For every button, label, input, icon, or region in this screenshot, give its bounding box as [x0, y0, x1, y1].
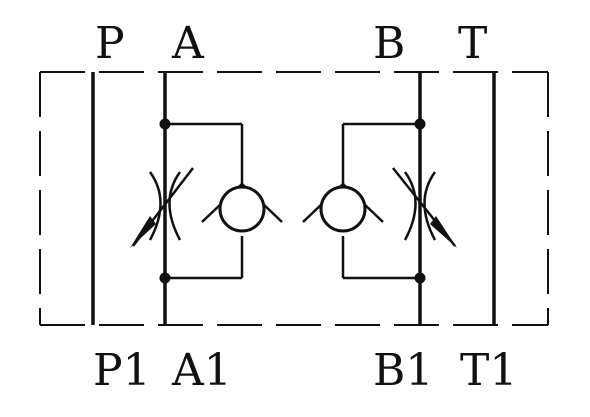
left-adjustable-throttle	[130, 167, 194, 248]
port-label-a: A	[171, 18, 205, 69]
port-label-p1: P1	[93, 345, 151, 396]
port-label-p: P	[95, 18, 125, 69]
valve-housing	[39, 71, 549, 326]
junction-a-bottom	[159, 272, 171, 284]
port-label-b: B	[373, 18, 405, 69]
right-check-valve-branch	[341, 122, 420, 280]
left-check-valve	[201, 183, 283, 233]
right-adjustable-throttle	[392, 167, 457, 248]
left-throttle-arrow	[130, 216, 156, 248]
port-label-a1: A1	[171, 345, 232, 396]
right-check-ball	[319, 185, 367, 233]
left-check-valve-branch	[165, 122, 244, 280]
junction-b-bottom	[414, 272, 426, 284]
port-label-t1: T1	[460, 345, 517, 396]
right-throttle-arrow	[430, 216, 457, 248]
junction-b-top	[414, 118, 426, 130]
port-label-b1: B1	[373, 345, 433, 396]
left-check-ball	[218, 185, 266, 233]
port-label-t: T	[458, 18, 487, 69]
right-check-valve	[302, 183, 384, 233]
junction-a-top	[159, 118, 171, 130]
